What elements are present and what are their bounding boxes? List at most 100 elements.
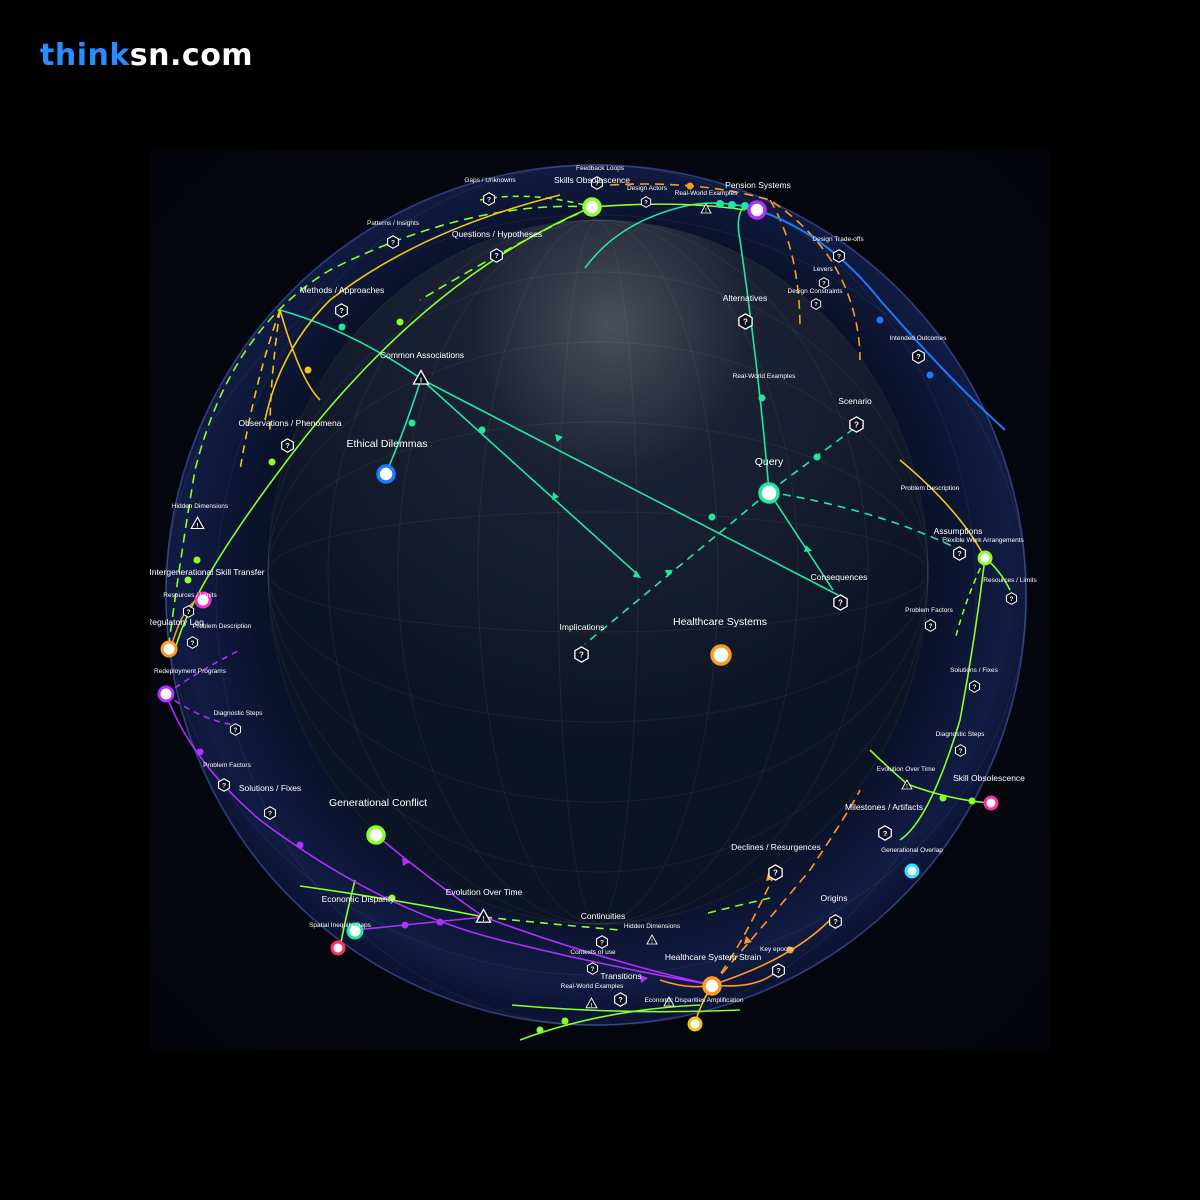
- question-icon: [810, 298, 822, 310]
- label-generational-conflict: Generational Conflict: [329, 797, 427, 809]
- brand-logo[interactable]: thinksn.com: [40, 38, 253, 73]
- edge-query-consequences: [768, 491, 834, 591]
- label-implications: Implications: [560, 622, 605, 632]
- label-declines-resurgences: Declines / Resurgences: [731, 842, 821, 852]
- edge-green-bottom-curve2: [511, 1004, 741, 1013]
- edge-green-short: [419, 206, 593, 301]
- edge-query-scenario: [768, 426, 857, 493]
- node-generational-conflict[interactable]: [366, 825, 386, 845]
- label-redeployment: Redeployment Programs: [154, 668, 227, 675]
- question-icon: [968, 680, 981, 693]
- question-icon: [574, 646, 589, 663]
- question-icon: [1005, 592, 1018, 605]
- label-economic-disparity: Economic Disparity: [322, 894, 395, 904]
- edge-orange-declines: [711, 872, 776, 986]
- label-solutions-fixes-right: Solutions / Fixes: [950, 667, 998, 674]
- label-intergenerational: Intergenerational Skill Transfer: [150, 567, 265, 577]
- node-assumptions-small[interactable]: [977, 550, 993, 566]
- question-icon: [640, 196, 652, 208]
- question-icon: [281, 438, 294, 453]
- edge-yellow-left: [264, 194, 561, 421]
- label-continuities: Continuities: [581, 911, 625, 921]
- node-intergenerational[interactable]: [194, 591, 212, 609]
- edge-green-declines: [707, 897, 771, 914]
- edge-orange-origins: [711, 919, 831, 986]
- question-icon: [829, 914, 842, 929]
- node-spatial-inequity[interactable]: [330, 940, 346, 956]
- node-healthcare-strain[interactable]: [702, 976, 722, 996]
- node-redeployment[interactable]: [157, 685, 175, 703]
- question-icon: [229, 723, 242, 736]
- label-spatial-inequity: Spatial Inequity Gaps: [309, 922, 372, 929]
- question-icon: [186, 636, 199, 649]
- question-icon: [924, 619, 937, 632]
- edge-top-arc-teal: [584, 202, 751, 269]
- edge-green-skill: [906, 783, 991, 804]
- edge-purple-strain: [483, 916, 713, 986]
- brand-logo-part1: think: [40, 38, 130, 73]
- node-skills-obsolescence[interactable]: [582, 197, 602, 217]
- edge-green-evol: [869, 749, 908, 785]
- edge-orange-top-right2: [769, 199, 801, 331]
- node-generational-overlap[interactable]: [904, 863, 920, 879]
- label-resources-limits-right: Resources / Limits: [983, 577, 1037, 584]
- label-assumptions: Assumptions: [934, 526, 983, 536]
- edge-common-implications: [420, 378, 638, 575]
- question-icon: [596, 935, 608, 949]
- concept-sphere-visualization[interactable]: ? !: [146, 150, 1050, 1050]
- label-questions-hypotheses: Questions / Hypotheses: [452, 229, 542, 239]
- node-skill-obsolescence-right[interactable]: [983, 795, 999, 811]
- edge-purple-genconflict: [375, 834, 485, 918]
- question-icon: [953, 546, 966, 561]
- label-problem-description-right: Problem Description: [901, 485, 960, 492]
- edge-green-dashed-arc: [167, 205, 593, 651]
- label-scenario: Scenario: [838, 396, 872, 406]
- label-resources-limits-left: Resources / Limits: [163, 592, 217, 599]
- edge-query-top: [737, 204, 770, 493]
- question-icon: [614, 992, 627, 1007]
- label-pension-systems: Pension Systems: [725, 180, 791, 190]
- question-icon: [772, 963, 785, 978]
- label-evolution-bottom: Evolution Over Time: [446, 887, 523, 897]
- label-key-epochs: Key epochs: [760, 946, 795, 953]
- edge-yellow-dash2: [269, 309, 281, 431]
- question-icon: [912, 349, 925, 364]
- label-problem-factors-right: Problem Factors: [905, 607, 953, 614]
- brand-logo-part2: sn.com: [129, 38, 254, 73]
- node-ethical-dilemmas[interactable]: [376, 464, 396, 484]
- label-ethical-dilemmas: Ethical Dilemmas: [346, 438, 427, 450]
- edge-purple-economic: [354, 916, 485, 931]
- node-economic-disparity[interactable]: [346, 922, 364, 940]
- label-skills-obsolescence: Skills Obsolescence: [554, 175, 630, 185]
- label-real-world-examples-bottom: Real-World Examples: [561, 983, 624, 990]
- edge-green-bottom-dash: [483, 916, 621, 931]
- edge-query-implications: [584, 491, 770, 645]
- edge-purple-dash: [165, 649, 241, 695]
- label-alternatives: Alternatives: [723, 293, 767, 303]
- label-methods-approaches: Methods / Approaches: [300, 285, 385, 295]
- label-transitions: Transitions: [600, 971, 641, 981]
- sphere-graph-svg[interactable]: ? !: [146, 150, 1050, 1050]
- label-diagnostic-steps-right: Diagnostic Steps: [936, 731, 986, 738]
- label-levers: Levers: [813, 266, 833, 273]
- label-intended-outcomes: Intended Outcomes: [890, 335, 947, 342]
- label-real-world-examples-top: Real-World Examples: [675, 190, 738, 197]
- node-economic-disparities-amp[interactable]: [687, 1016, 703, 1032]
- label-feedback-loops: Feedback Loops: [576, 165, 625, 172]
- question-icon: [833, 249, 845, 263]
- node-pension-systems[interactable]: [747, 200, 767, 220]
- label-design-actors: Design Actors: [627, 185, 668, 192]
- label-hidden-dimensions-bottom: Hidden Dimensions: [624, 923, 681, 930]
- question-icon: [387, 235, 399, 249]
- label-problem-factors-left: Problem Factors: [203, 762, 251, 769]
- label-problem-description-left: Problem Description: [193, 623, 252, 630]
- edge-common-consequences: [420, 378, 839, 596]
- node-regulatory-lag[interactable]: [160, 640, 178, 658]
- edge-purple-dash2: [165, 693, 236, 726]
- label-consequences: Consequences: [811, 572, 868, 582]
- node-healthcare-systems[interactable]: [710, 644, 732, 666]
- question-icon: [738, 313, 753, 330]
- edge-purple-arc: [165, 693, 713, 986]
- node-query[interactable]: [758, 482, 780, 504]
- edge-yellow-right: [899, 459, 986, 559]
